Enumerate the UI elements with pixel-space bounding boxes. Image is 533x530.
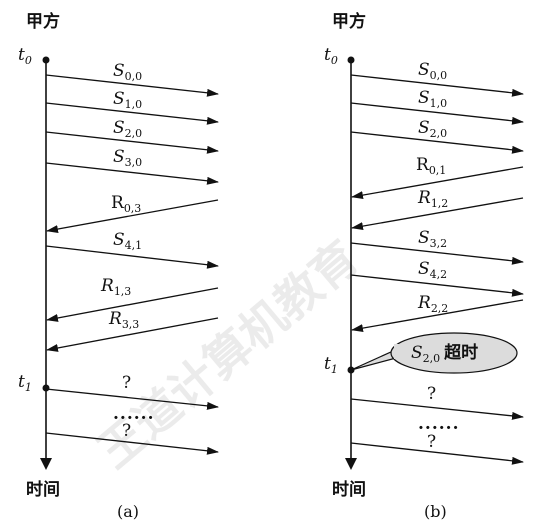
panel-a-arrow-r33 bbox=[46, 317, 219, 352]
panel-b: 甲方 t0 t1 S0,0 S1,0 S2,0 R0,1 R1,2 S3,2 S… bbox=[324, 11, 524, 521]
panel-a-msg-s41: S4,1 bbox=[113, 230, 142, 252]
panel-a-party-label: 甲方 bbox=[26, 11, 60, 32]
panel-a-t1-label: t1 bbox=[18, 372, 32, 394]
panel-b-arrow-s20 bbox=[350, 131, 524, 154]
panel-b-msg-s00: S0,0 bbox=[418, 60, 447, 82]
panel-b-msg-s42: S4,2 bbox=[418, 259, 447, 281]
panel-b-caption: (b) bbox=[424, 502, 447, 521]
panel-b-msg-r01: R0,1 bbox=[416, 155, 446, 177]
panel-a-msg-s00: S0,0 bbox=[113, 61, 142, 83]
panel-a-msg-s30: S3,0 bbox=[113, 147, 142, 169]
panel-b-t1-label: t1 bbox=[324, 354, 338, 376]
panel-a-msg-r13: R1,3 bbox=[100, 276, 131, 298]
panel-b-arrow-r12 bbox=[351, 197, 524, 231]
panel-b-msg-s32: S3,2 bbox=[418, 228, 447, 250]
panel-b-arrow-s10 bbox=[350, 102, 524, 125]
panel-a-msg-r03: R0,3 bbox=[111, 193, 141, 215]
panel-b-arrow-q2 bbox=[350, 442, 524, 465]
panel-a-msg-s20: S2,0 bbox=[113, 118, 142, 140]
panel-b-ellipsis: ...... bbox=[418, 414, 460, 434]
panel-b-arrow-s00 bbox=[350, 74, 524, 97]
panel-b-msg-s20: S2,0 bbox=[418, 118, 447, 140]
panel-b-t0-dot bbox=[347, 56, 355, 64]
panel-a-msg-q2: ? bbox=[122, 421, 131, 441]
panel-b-party-label: 甲方 bbox=[332, 11, 366, 32]
panel-a-arrow-r03 bbox=[46, 199, 219, 233]
panel-b-arrow-s42 bbox=[350, 274, 524, 297]
panel-a-t1-dot bbox=[42, 384, 50, 392]
panel-a-msg-s10: S1,0 bbox=[113, 89, 142, 111]
panel-a-arrow-q2 bbox=[45, 432, 219, 455]
panel-a-ellipsis: ...... bbox=[113, 404, 155, 424]
panel-a-arrow-r13 bbox=[46, 287, 219, 322]
panel-b-time-label: 时间 bbox=[332, 479, 366, 500]
panel-b-msg-q1: ? bbox=[427, 384, 436, 404]
panel-a-arrow-q1 bbox=[45, 388, 219, 410]
panel-b-t0-label: t0 bbox=[324, 45, 338, 67]
panel-a-arrow-s41 bbox=[45, 245, 219, 269]
panel-b-arrow-r01 bbox=[351, 166, 524, 200]
panel-b-msg-r12: R1,2 bbox=[417, 188, 448, 210]
panel-b-msg-s10: S1,0 bbox=[418, 88, 447, 110]
panel-a-arrow-s10 bbox=[45, 102, 219, 125]
panel-b-arrow-r22 bbox=[351, 299, 524, 333]
panel-a-time-axis-arrowhead bbox=[40, 458, 52, 470]
panel-a: 甲方 t0 t1 S0,0 S1,0 S2,0 S3,0 R0,3 S4,1 R… bbox=[18, 11, 219, 521]
panel-a-t0-dot bbox=[42, 56, 50, 64]
panel-a-msg-q1: ? bbox=[122, 373, 131, 393]
panel-b-arrow-q1 bbox=[350, 398, 524, 420]
panel-a-t0-label: t0 bbox=[18, 45, 32, 67]
panel-b-time-axis-arrowhead bbox=[345, 458, 357, 470]
panel-a-arrow-s00 bbox=[45, 74, 219, 97]
panel-a-msg-r33: R3,3 bbox=[108, 309, 139, 331]
panel-b-msg-q2: ? bbox=[427, 432, 436, 452]
panel-a-time-label: 时间 bbox=[26, 479, 60, 500]
panel-a-arrow-s20 bbox=[45, 131, 219, 154]
panel-a-arrow-s30 bbox=[45, 162, 219, 185]
panel-b-msg-r22: R2,2 bbox=[417, 293, 448, 315]
panel-b-arrow-s32 bbox=[350, 242, 524, 265]
panel-a-caption: (a) bbox=[117, 502, 139, 521]
